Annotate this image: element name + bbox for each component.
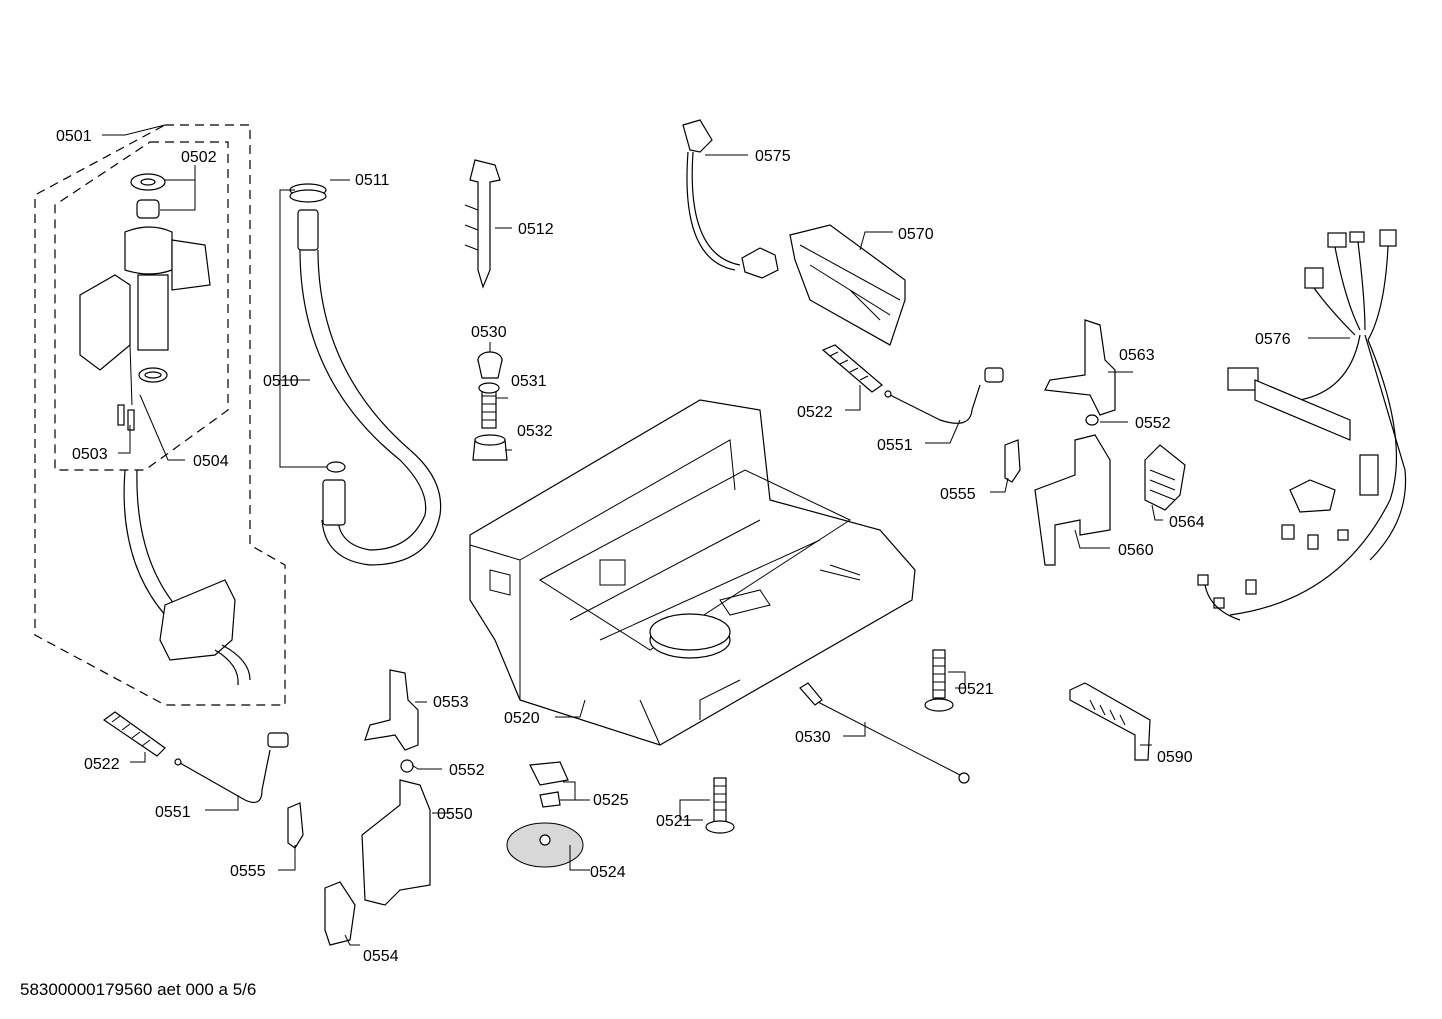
group-0502-dashed-outline: [54, 141, 229, 471]
label-0521-left: 0521: [656, 813, 692, 830]
label-0563: 0563: [1119, 347, 1155, 364]
screw-0521-left: [705, 777, 735, 834]
label-0530-lower: 0530: [795, 729, 831, 746]
spring-0522-upper: [821, 344, 883, 393]
label-0502: 0502: [181, 149, 217, 166]
power-cord-0575: [682, 119, 779, 279]
leader-lines: [102, 124, 1350, 946]
screw-0521-right: [924, 649, 954, 712]
parts-0530-0532: [472, 351, 508, 461]
hinge-assembly-left: [324, 669, 431, 946]
label-0554: 0554: [363, 948, 399, 965]
label-0521-right: 0521: [958, 681, 994, 698]
label-0511: 0511: [355, 172, 390, 189]
inlet-valve-assembly: [79, 173, 251, 686]
label-0552-lower: 0552: [449, 762, 485, 779]
label-0575: 0575: [755, 148, 791, 165]
wiring-harness-0576: [1197, 229, 1407, 621]
label-0560: 0560: [1118, 542, 1154, 559]
label-0564: 0564: [1169, 514, 1205, 531]
base-tub-0520: [469, 399, 916, 746]
label-0552-upper: 0552: [1135, 415, 1171, 432]
label-0550: 0550: [437, 806, 473, 823]
spring-0522-lower: [102, 711, 166, 757]
disc-0524: [506, 822, 584, 868]
label-0590: 0590: [1157, 749, 1193, 766]
label-0555-lower: 0555: [230, 863, 266, 880]
bracket-0512: [464, 159, 501, 289]
label-0532: 0532: [517, 423, 553, 440]
label-0504: 0504: [193, 453, 229, 470]
part-labels: 0501 0502 0503 0504 0510 0511 0512 0530 …: [56, 128, 1291, 965]
label-0520: 0520: [504, 710, 540, 727]
label-0530-upper: 0530: [471, 324, 507, 341]
label-0524: 0524: [590, 864, 626, 881]
label-0555-upper: 0555: [940, 486, 976, 503]
drain-hose-0510: [289, 183, 442, 566]
label-0512: 0512: [518, 221, 554, 238]
label-0510: 0510: [263, 373, 299, 390]
label-0501: 0501: [56, 128, 92, 145]
label-0576: 0576: [1255, 331, 1291, 348]
label-0570: 0570: [898, 226, 934, 243]
label-0553: 0553: [433, 694, 469, 711]
label-0551-lower: 0551: [155, 804, 191, 821]
rod-0530-lower: [799, 682, 970, 784]
label-0522-upper: 0522: [797, 404, 833, 421]
control-module-0570: [789, 224, 906, 346]
clip-0555-lower: [287, 802, 304, 849]
part-0525: [529, 761, 569, 808]
label-0551-upper: 0551: [877, 437, 913, 454]
label-0531: 0531: [511, 373, 547, 390]
hinge-assembly-right: [1034, 319, 1186, 566]
cable-0551-upper: [884, 367, 1004, 424]
group-0501-dashed-outline: [34, 124, 286, 706]
label-0525: 0525: [593, 792, 629, 809]
document-id-footer: 58300000179560 aet 000 a 5/6: [20, 980, 257, 999]
label-0522-lower: 0522: [84, 756, 120, 773]
label-0503: 0503: [72, 446, 108, 463]
clip-0555-upper: [1004, 439, 1021, 483]
bracket-0590: [1069, 682, 1151, 761]
cable-0551-lower: [174, 732, 289, 803]
